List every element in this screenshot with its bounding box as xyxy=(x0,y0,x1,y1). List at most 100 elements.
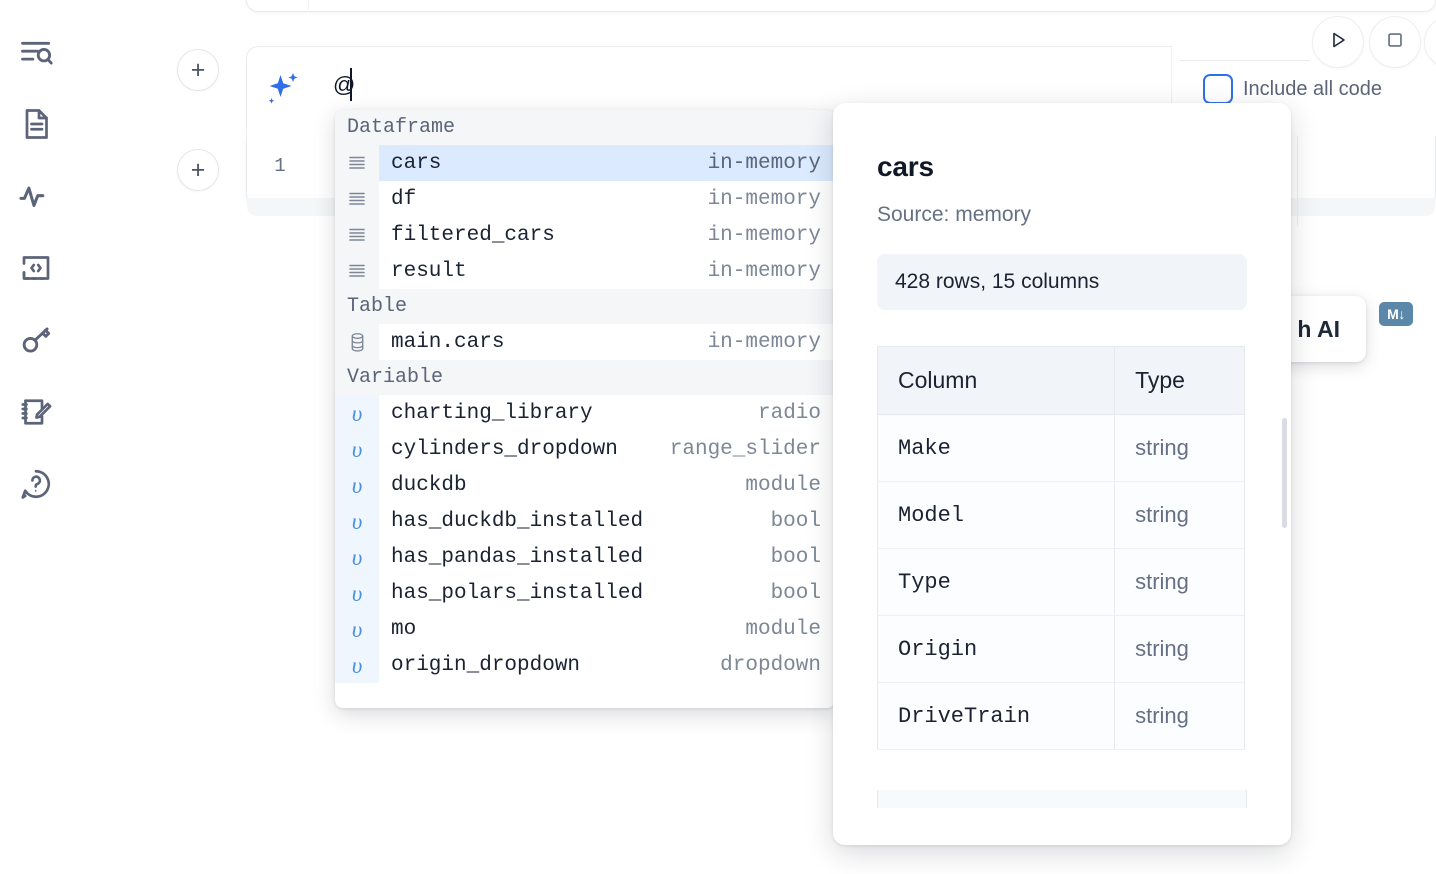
autocomplete-group-header: Variable xyxy=(335,360,835,395)
include-all-code-row[interactable]: Include all code xyxy=(1203,74,1382,104)
autocomplete-item-name: df xyxy=(391,187,417,211)
database-cylinder-icon xyxy=(335,324,379,360)
dataframe-rows-icon xyxy=(335,181,379,217)
plus-icon: + xyxy=(190,155,206,184)
help-chat-icon xyxy=(18,466,54,502)
autocomplete-item-name: origin_dropdown xyxy=(391,653,581,677)
autocomplete-item-name: filtered_cars xyxy=(391,223,555,247)
code-line-number: 1 xyxy=(274,155,286,177)
markdown-icon[interactable]: M↓ xyxy=(1379,302,1413,326)
previous-cell-divider xyxy=(308,0,309,10)
add-cell-button-bottom[interactable]: + xyxy=(177,149,219,191)
variable-upsilon-icon: υ xyxy=(335,575,379,611)
dataframe-rows-icon xyxy=(335,253,379,289)
autocomplete-item-name: mo xyxy=(391,617,417,641)
autocomplete-item-type: bool xyxy=(770,545,821,569)
cell-right-divider xyxy=(1297,136,1298,226)
left-sidebar xyxy=(0,0,72,874)
autocomplete-item-name: cylinders_dropdown xyxy=(391,437,618,461)
autocomplete-item[interactable]: υ charting_library radio xyxy=(335,395,835,431)
autocomplete-item-type: in-memory xyxy=(707,151,821,175)
autocomplete-item-name: charting_library xyxy=(391,401,593,425)
toolbar-rule xyxy=(1180,60,1310,61)
doc-table-header: Column xyxy=(877,346,1116,415)
autocomplete-item[interactable]: υ cylinders_dropdown range_slider xyxy=(335,431,835,467)
autocomplete-item[interactable]: υ origin_dropdown dropdown xyxy=(335,647,835,683)
autocomplete-item[interactable]: υ has_pandas_installed bool xyxy=(335,539,835,575)
autocomplete-item[interactable]: υ has_duckdb_installed bool xyxy=(335,503,835,539)
variable-upsilon-icon: υ xyxy=(335,503,379,539)
autocomplete-item-name: result xyxy=(391,259,467,283)
autocomplete-item-name: has_pandas_installed xyxy=(391,545,644,569)
doc-column-name: Make xyxy=(877,414,1116,482)
previous-cell-stub xyxy=(246,0,1436,12)
autocomplete-item-name: has_duckdb_installed xyxy=(391,509,644,533)
sidebar-item-help[interactable] xyxy=(8,448,64,520)
stop-button[interactable] xyxy=(1369,16,1421,68)
include-all-code-checkbox[interactable] xyxy=(1203,74,1233,104)
doc-column-type: string xyxy=(1114,481,1245,549)
autocomplete-item-type: in-memory xyxy=(707,330,821,354)
prompt-right-divider xyxy=(1171,45,1172,135)
doc-column-type: string xyxy=(1114,615,1245,683)
autocomplete-item-type: dropdown xyxy=(720,653,821,677)
key-icon xyxy=(17,321,55,359)
doc-column-type: string xyxy=(1114,682,1245,750)
variable-upsilon-icon: υ xyxy=(335,647,379,683)
doc-column-name: DriveTrain xyxy=(877,682,1116,750)
sidebar-item-activity[interactable] xyxy=(8,160,64,232)
autocomplete-item-name: main.cars xyxy=(391,330,505,354)
file-text-icon xyxy=(18,106,54,142)
variable-upsilon-icon: υ xyxy=(335,395,379,431)
variable-upsilon-icon: υ xyxy=(335,467,379,503)
sidebar-item-explore[interactable] xyxy=(8,16,64,88)
more-actions-button[interactable] xyxy=(1424,16,1436,68)
add-cell-button-top[interactable]: + xyxy=(177,49,219,91)
autocomplete-item-type: module xyxy=(745,473,821,497)
doc-table-header: Type xyxy=(1114,346,1245,415)
doc-table-fade xyxy=(877,790,1247,808)
activity-pulse-icon xyxy=(17,177,55,215)
sidebar-item-scratchpad[interactable] xyxy=(8,376,64,448)
autocomplete-group-header: Dataframe xyxy=(335,110,835,145)
text-caret xyxy=(350,68,352,101)
doc-column-type: string xyxy=(1114,548,1245,616)
ai-tooltip-label: h AI xyxy=(1297,315,1340,342)
sidebar-item-snippets[interactable] xyxy=(8,232,64,304)
sidebar-item-notebook-file[interactable] xyxy=(8,88,64,160)
autocomplete-item[interactable]: filtered_cars in-memory xyxy=(335,217,835,253)
autocomplete-item-type: bool xyxy=(770,509,821,533)
autocomplete-item[interactable]: df in-memory xyxy=(335,181,835,217)
run-button[interactable] xyxy=(1312,16,1364,68)
sparkles-icon xyxy=(265,70,301,108)
variable-upsilon-icon: υ xyxy=(335,431,379,467)
autocomplete-item-name: has_polars_installed xyxy=(391,581,644,605)
autocomplete-item[interactable]: main.cars in-memory xyxy=(335,324,835,360)
plus-icon: + xyxy=(190,55,206,84)
autocomplete-item-type: range_slider xyxy=(669,437,821,461)
doc-column-name: Model xyxy=(877,481,1116,549)
autocomplete-item-type: in-memory xyxy=(707,187,821,211)
doc-source: Source: memory xyxy=(877,203,1032,226)
autocomplete-item-type: radio xyxy=(757,401,821,425)
doc-title: cars xyxy=(877,151,934,182)
doc-column-type: string xyxy=(1114,414,1245,482)
variable-upsilon-icon: υ xyxy=(335,539,379,575)
sidebar-item-secrets[interactable] xyxy=(8,304,64,376)
play-triangle-icon xyxy=(1326,28,1350,57)
autocomplete-item-type: module xyxy=(745,617,821,641)
ai-prompt-input[interactable]: @ xyxy=(333,72,356,97)
doc-column-name: Type xyxy=(877,548,1116,616)
square-stop-icon xyxy=(1384,29,1406,56)
doc-scrollbar[interactable] xyxy=(1282,418,1287,528)
autocomplete-item-type: in-memory xyxy=(707,223,821,247)
